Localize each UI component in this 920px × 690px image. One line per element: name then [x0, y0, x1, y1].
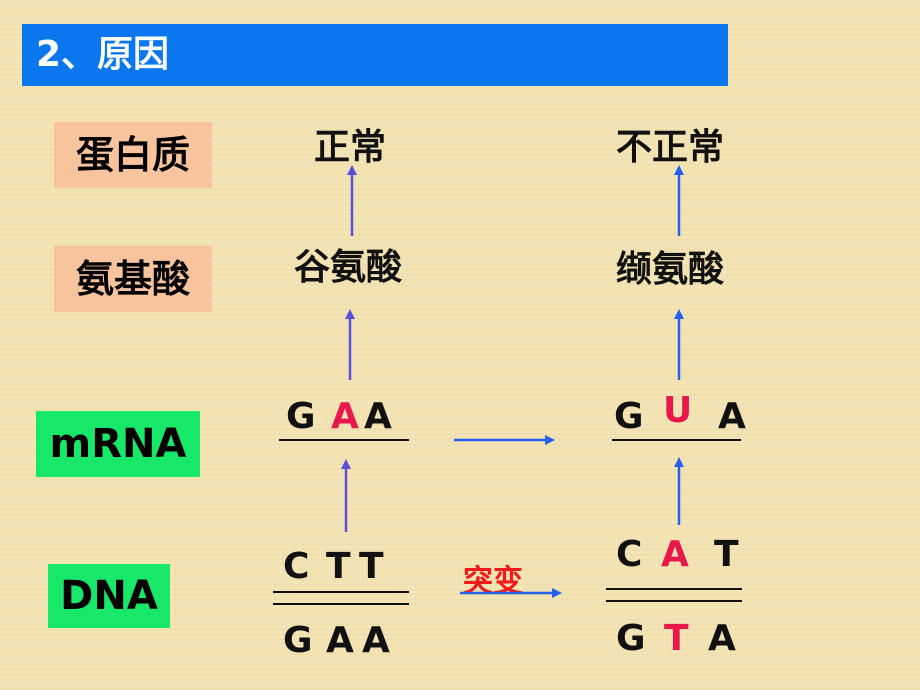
slide-title: 2、原因: [22, 24, 728, 86]
normal-dna-bottom-base-1: G: [283, 620, 313, 661]
mutant-dna-bottom-base-1: G: [616, 618, 646, 659]
normal-dna-top-base-2: T: [326, 546, 351, 587]
normal-dna-top-base-1: C: [283, 546, 310, 587]
row-label-protein: 蛋白质: [54, 122, 212, 188]
mutant-dna-top-base-2: A: [661, 534, 689, 575]
mutant-dna-bottom-base-2: T: [664, 618, 689, 659]
normal-mrna-base-3: A: [364, 396, 392, 437]
row-label-amino-acid: 氨基酸: [54, 246, 212, 312]
mutant-dna-bottom-base-3: A: [708, 618, 736, 659]
mutant-amino-acid: 缬氨酸: [616, 249, 725, 290]
mutant-mrna-base-2: U: [663, 390, 693, 431]
mutant-mrna-base-1: G: [614, 396, 644, 437]
normal-dna-top-base-3: T: [359, 546, 384, 587]
mutant-dna-top-base-3: T: [714, 534, 739, 575]
row-label-dna: DNA: [48, 564, 170, 628]
mutant-mrna-base-3: A: [718, 396, 746, 437]
normal-amino-acid: 谷氨酸: [294, 247, 403, 288]
normal-dna-bottom-base-2: A: [326, 620, 354, 661]
mutant-protein: 不正常: [616, 127, 725, 168]
mutant-dna-top-base-1: C: [616, 534, 643, 575]
row-label-mrna: mRNA: [36, 411, 200, 477]
normal-mrna-base-2: A: [331, 396, 359, 437]
normal-mrna-base-1: G: [286, 396, 316, 437]
normal-dna-bottom-base-3: A: [362, 620, 390, 661]
normal-protein: 正常: [314, 127, 387, 168]
